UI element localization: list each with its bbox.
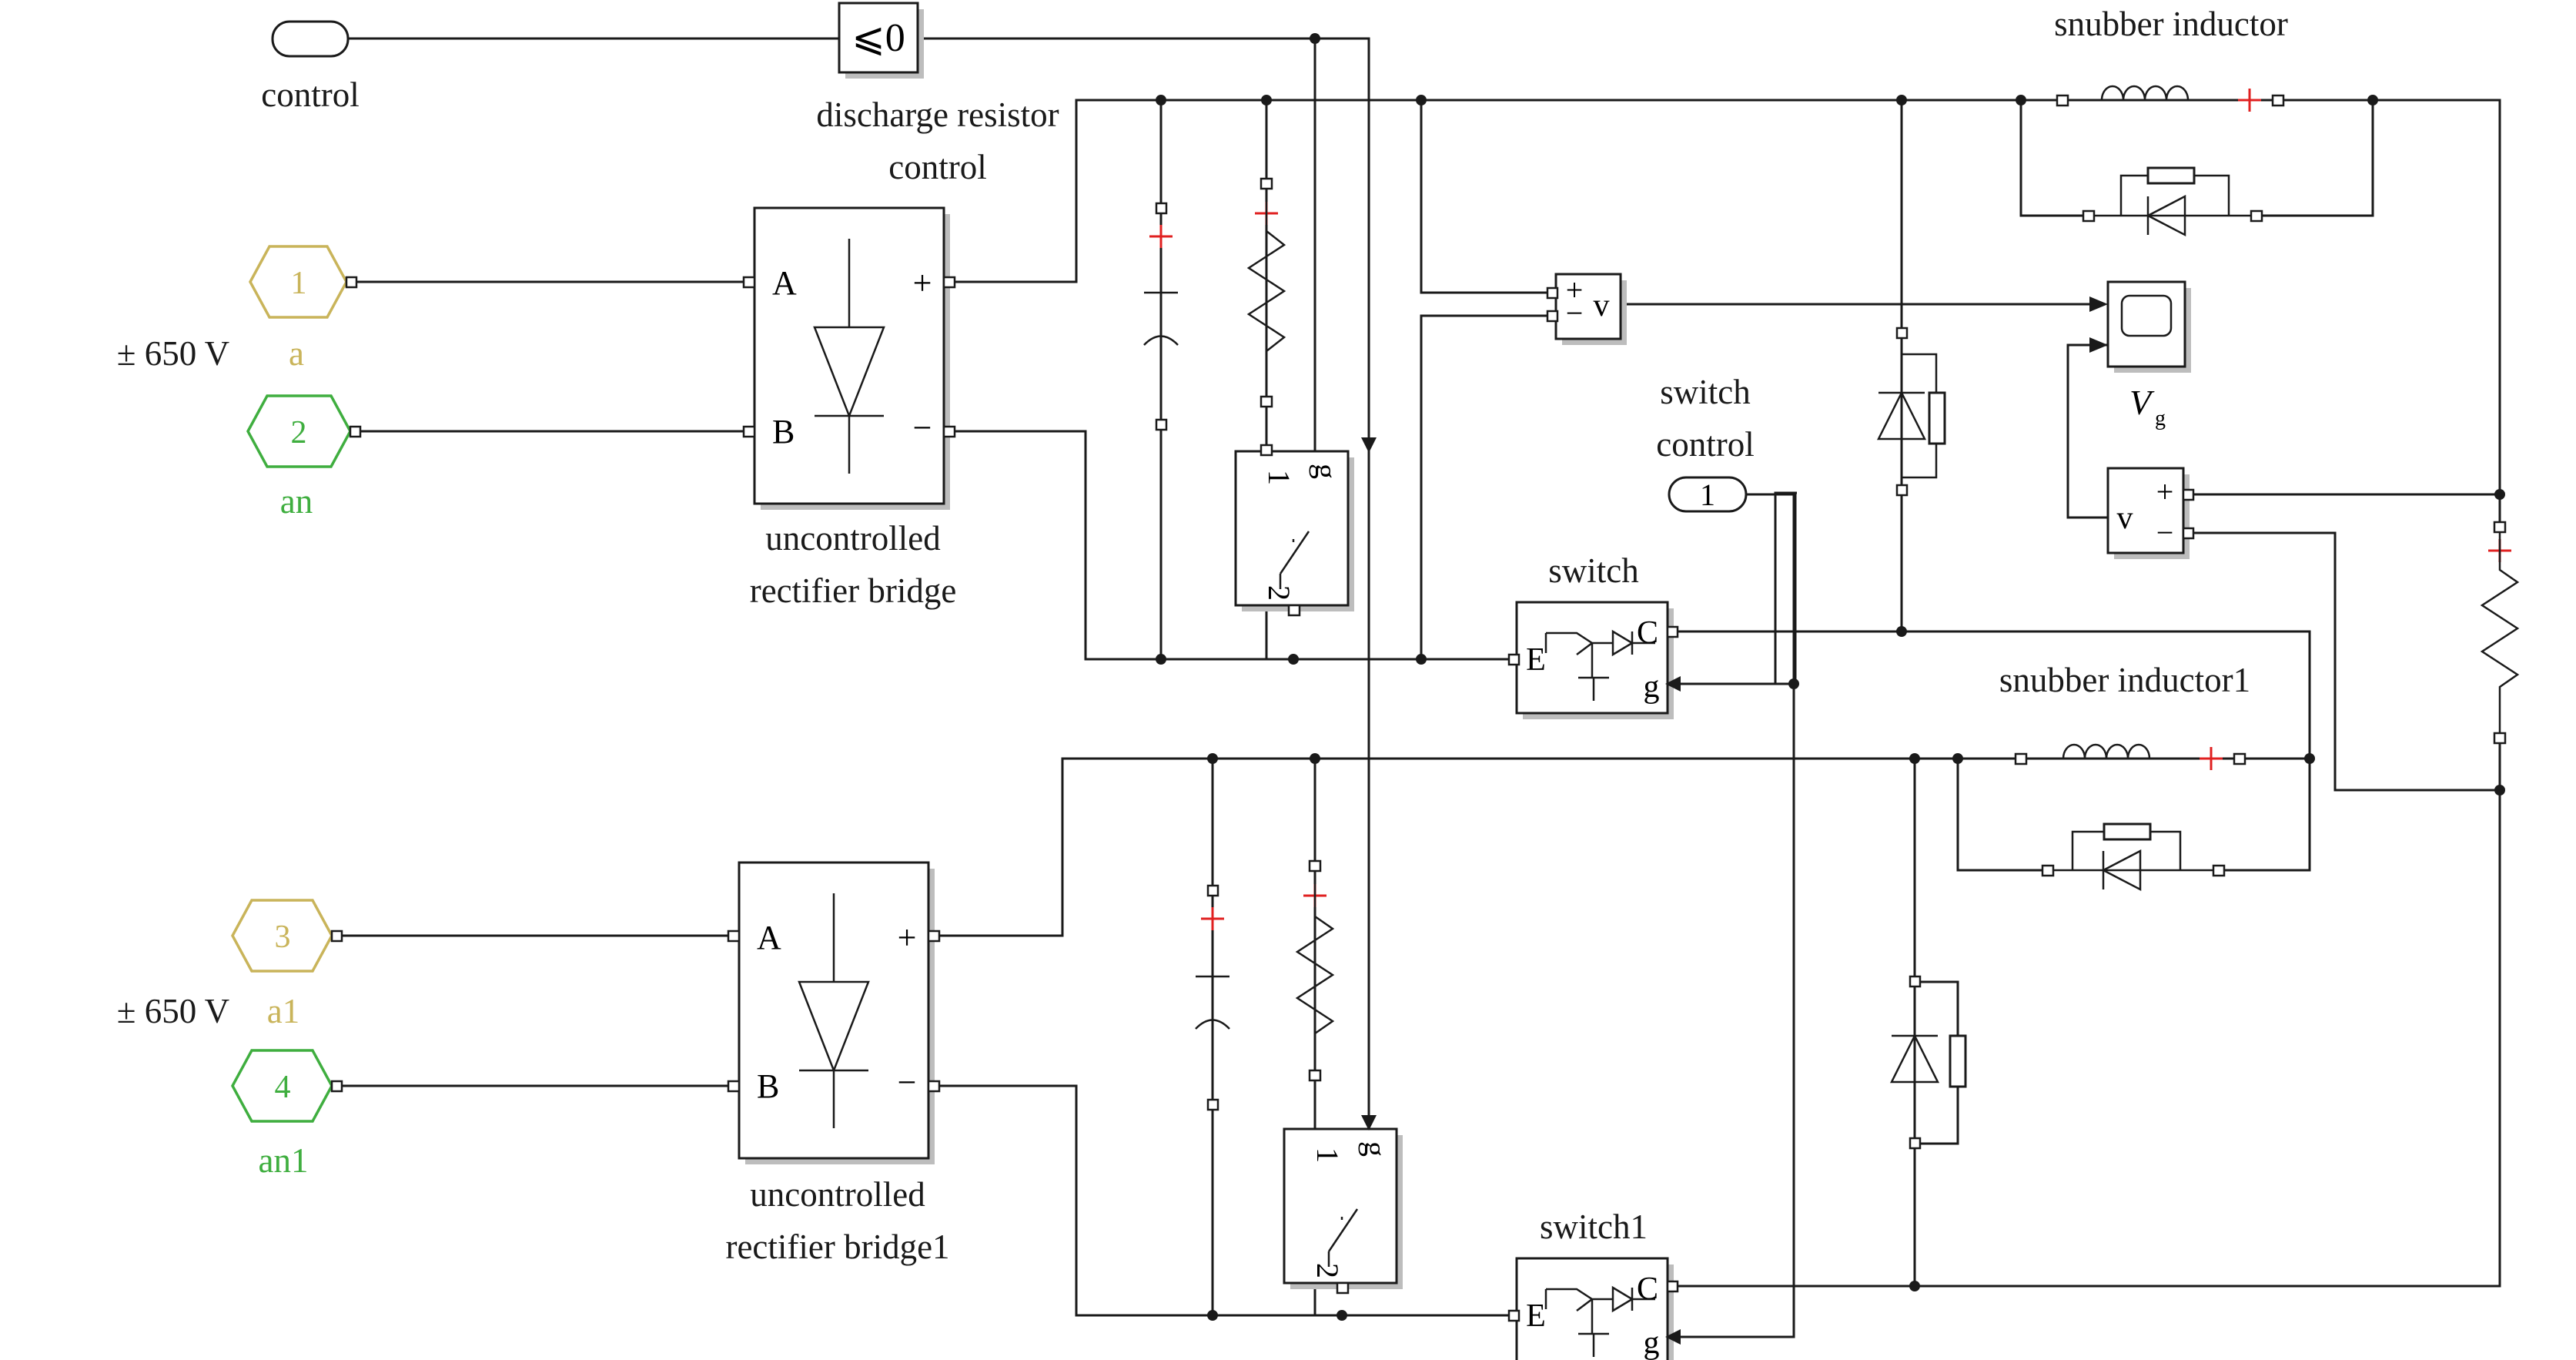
discharge-label-line2: control bbox=[888, 148, 986, 186]
igbt-top-C: C bbox=[1637, 615, 1658, 651]
breaker-bottom-g: g bbox=[1358, 1141, 1393, 1157]
snubber-inductor1-label: snubber inductor1 bbox=[1999, 661, 2250, 699]
snubber-diode[interactable] bbox=[2082, 166, 2263, 237]
rect-top-A: A bbox=[772, 264, 797, 302]
rect-bot-label-line2: rectifier bridge1 bbox=[725, 1228, 949, 1266]
discharge-resistor-bottom[interactable] bbox=[1295, 859, 1335, 1082]
igbt-parallel-diode-top[interactable] bbox=[1876, 327, 1946, 497]
rect-top-plus: + bbox=[913, 264, 932, 302]
rect-bot-label-line1: uncontrolled bbox=[750, 1175, 925, 1214]
port-a1-label: a1 bbox=[267, 992, 299, 1030]
igbt-bottom-E: E bbox=[1526, 1298, 1546, 1334]
snubber-inductor-label: snubber inductor bbox=[2054, 5, 2288, 43]
rect-bot-A: A bbox=[757, 919, 781, 956]
port-2-number: 2 bbox=[291, 415, 307, 451]
input-port-2[interactable]: 2 bbox=[246, 394, 362, 468]
port-an1-label: an1 bbox=[259, 1141, 309, 1180]
scope-label-V: V bbox=[2129, 383, 2155, 422]
switch1-label: switch1 bbox=[1540, 1208, 1648, 1246]
rect-bot-plus: + bbox=[898, 919, 917, 956]
vm-right-plus: + bbox=[2156, 474, 2174, 509]
rect-top-minus: − bbox=[913, 409, 932, 447]
breaker-top-2: 2 bbox=[1262, 585, 1296, 601]
control-input-port[interactable] bbox=[271, 20, 350, 58]
voltage-measurement-right[interactable]: v + − bbox=[2106, 467, 2195, 559]
discharge-label-line1: discharge resistor bbox=[816, 95, 1059, 134]
input-port-1[interactable]: 1 bbox=[249, 245, 358, 319]
port-1-number: 1 bbox=[291, 266, 307, 301]
control-label: control bbox=[261, 75, 359, 114]
input-port-4[interactable]: 4 bbox=[231, 1049, 343, 1123]
switch-control-label-line2: control bbox=[1656, 425, 1754, 464]
switch-control-number: 1 bbox=[1700, 477, 1715, 512]
voltage-label-bottom: ± 650 V bbox=[117, 992, 229, 1030]
voltage-measurement-top[interactable]: + − v bbox=[1546, 273, 1627, 345]
igbt-top-g: g bbox=[1644, 669, 1660, 705]
switch-top-label: switch bbox=[1548, 551, 1639, 590]
port-3-number: 3 bbox=[275, 920, 291, 955]
discharge-resistor-top[interactable] bbox=[1246, 177, 1286, 408]
igbt-top-E: E bbox=[1526, 642, 1546, 678]
vm-top-minus: − bbox=[1566, 296, 1584, 330]
snubber-diode1[interactable] bbox=[2041, 822, 2226, 892]
vm-right-minus: − bbox=[2156, 515, 2174, 550]
igbt-switch-top[interactable]: E C g bbox=[1507, 601, 1681, 719]
igbt-parallel-diode-bottom[interactable] bbox=[1889, 975, 1967, 1150]
snubber-inductor1[interactable] bbox=[2014, 743, 2246, 770]
breaker-bottom[interactable]: 1 g 2 bbox=[1283, 1115, 1403, 1295]
voltage-label-top: ± 650 V bbox=[117, 334, 229, 373]
switch-control-label-line1: switch bbox=[1660, 373, 1751, 411]
vm-right-v: v bbox=[2117, 501, 2133, 536]
input-port-3[interactable]: 3 bbox=[231, 899, 343, 973]
compare-symbol: ⩽0 bbox=[851, 16, 905, 60]
rect-bot-B: B bbox=[757, 1067, 779, 1105]
switch-control-port[interactable]: 1 bbox=[1668, 476, 1748, 513]
breaker-bottom-2: 2 bbox=[1310, 1263, 1345, 1278]
compare-to-zero-block[interactable]: ⩽0 bbox=[838, 2, 924, 79]
breaker-top[interactable]: 1 g 2 bbox=[1234, 437, 1377, 617]
igbt-bottom-C: C bbox=[1637, 1271, 1658, 1307]
scope-label-sub: g bbox=[2155, 407, 2166, 430]
igbt-bottom-g: g bbox=[1644, 1325, 1660, 1360]
igbt-switch-bottom[interactable]: E C g bbox=[1507, 1257, 1681, 1360]
load-resistor[interactable] bbox=[2480, 521, 2520, 745]
breaker-top-1: 1 bbox=[1262, 470, 1296, 485]
rectifier-bridge-bottom[interactable]: A B + − bbox=[727, 861, 941, 1164]
rect-top-label-line1: uncontrolled bbox=[765, 519, 940, 558]
rect-top-label-line2: rectifier bridge bbox=[750, 571, 957, 610]
dc-capacitor-bottom[interactable] bbox=[1195, 884, 1230, 1111]
rectifier-bridge-top[interactable]: A B + − bbox=[742, 206, 956, 510]
junctions bbox=[1156, 33, 2505, 1321]
breaker-top-g: g bbox=[1309, 464, 1343, 479]
rect-bot-minus: − bbox=[898, 1064, 917, 1101]
vm-top-plus: + bbox=[1566, 273, 1584, 307]
port-4-number: 4 bbox=[275, 1070, 291, 1105]
snubber-inductor[interactable] bbox=[2056, 85, 2285, 112]
scope-block[interactable] bbox=[2089, 280, 2191, 373]
port-a-label: a bbox=[289, 334, 304, 373]
vm-top-v: v bbox=[1594, 288, 1610, 323]
dc-capacitor-top[interactable] bbox=[1143, 202, 1179, 431]
port-an-label: an bbox=[280, 482, 313, 521]
rect-top-B: B bbox=[772, 413, 795, 451]
breaker-bottom-1: 1 bbox=[1310, 1147, 1345, 1163]
